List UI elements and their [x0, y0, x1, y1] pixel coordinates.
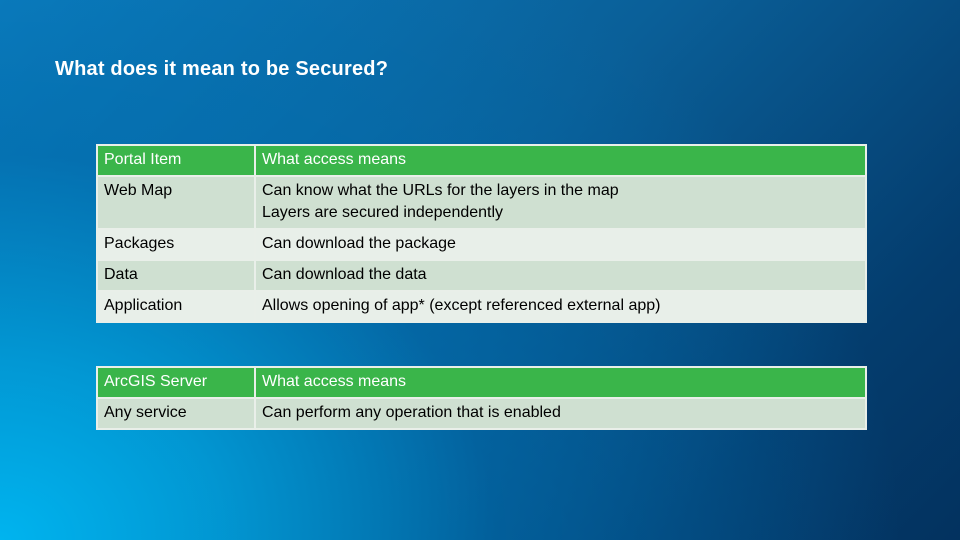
table-row-packages: Packages Can download the package	[96, 228, 867, 261]
slide-title: What does it mean to be Secured?	[55, 58, 389, 80]
cell-item: Data	[96, 259, 256, 292]
table-row-any-service: Any service Can perform any operation th…	[96, 397, 867, 430]
portal-item-access-table: Portal Item What access means Web Map Ca…	[96, 144, 867, 323]
cell-access: Can download the data	[254, 259, 867, 292]
cell-access: Allows opening of app* (except reference…	[254, 290, 867, 323]
cell-item: Packages	[96, 228, 256, 261]
table-row-data: Data Can download the data	[96, 259, 867, 292]
arcgis-server-access-table: ArcGIS Server What access means Any serv…	[96, 366, 867, 430]
cell-access: Can know what the URLs for the layers in…	[254, 175, 867, 230]
column-header-access: What access means	[254, 144, 867, 177]
cell-item: Any service	[96, 397, 256, 430]
table-header-row: ArcGIS Server What access means	[96, 366, 867, 399]
cell-item: Application	[96, 290, 256, 323]
column-header-access: What access means	[254, 366, 867, 399]
cell-item: Web Map	[96, 175, 256, 230]
cell-access: Can download the package	[254, 228, 867, 261]
column-header-arcgis-server: ArcGIS Server	[96, 366, 256, 399]
table-row-application: Application Allows opening of app* (exce…	[96, 290, 867, 323]
cell-access-line: Layers are secured independently	[262, 204, 504, 221]
cell-access: Can perform any operation that is enable…	[254, 397, 867, 430]
column-header-portal-item: Portal Item	[96, 144, 256, 177]
table-row-web-map: Web Map Can know what the URLs for the l…	[96, 175, 867, 230]
table-header-row: Portal Item What access means	[96, 144, 867, 177]
cell-access-line: Can know what the URLs for the layers in…	[262, 182, 619, 199]
